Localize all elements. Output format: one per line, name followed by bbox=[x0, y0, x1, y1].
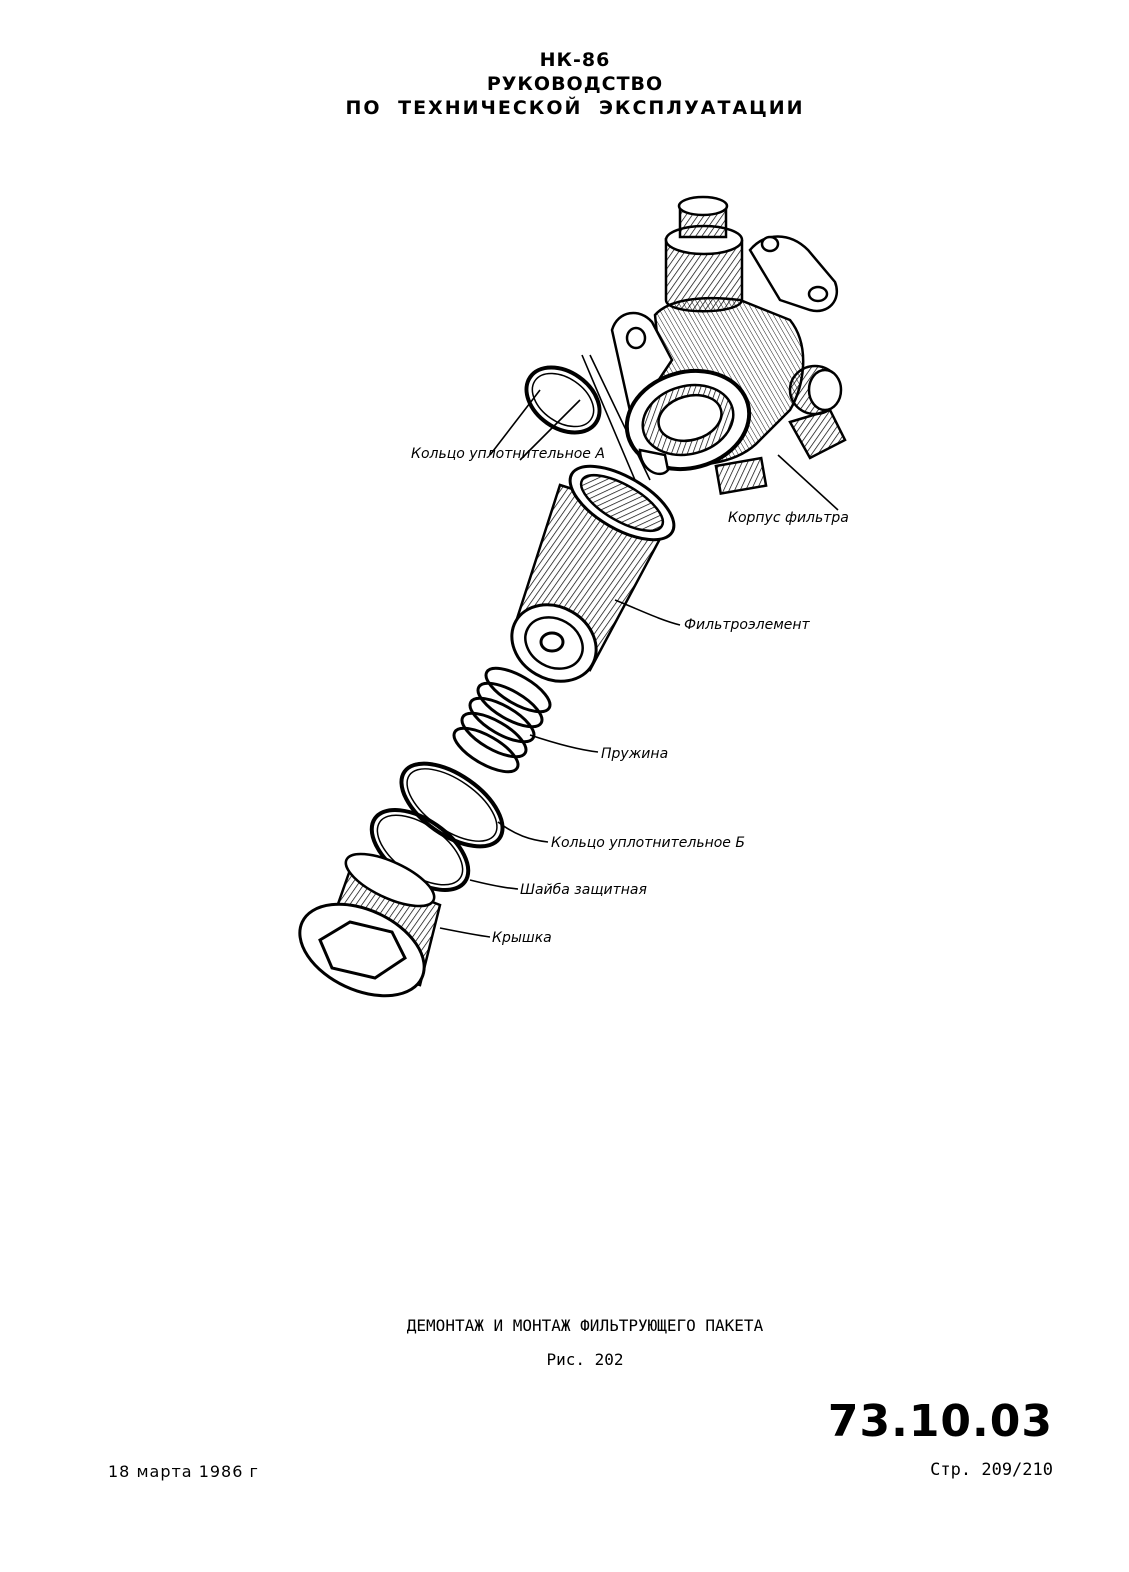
label-cover: Крышка bbox=[492, 930, 552, 946]
cover-drawing bbox=[298, 852, 442, 998]
label-filter-housing: Корпус фильтра bbox=[728, 510, 849, 526]
label-sealing-ring-a: Кольцо уплотнительное А bbox=[411, 446, 605, 462]
page-number: Стр. 209/210 bbox=[930, 1460, 1053, 1480]
figure-caption-title: ДЕМОНТАЖ И МОНТАЖ ФИЛЬТРУЮЩЕГО ПАКЕТА bbox=[406, 1316, 764, 1335]
label-spring: Пружина bbox=[601, 746, 669, 762]
issue-date: 18 марта 1986 г bbox=[108, 1462, 259, 1481]
manual-title-line1: РУКОВОДСТВО bbox=[486, 73, 664, 95]
leader-lines bbox=[439, 354, 839, 938]
document-number: 73.10.03 bbox=[827, 1396, 1053, 1447]
label-sealing-ring-b: Кольцо уплотнительное Б bbox=[551, 835, 745, 851]
label-filter-element: Фильтроэлемент bbox=[684, 617, 810, 633]
aircraft-model: НК-86 bbox=[539, 49, 611, 71]
sealing-ring-a-drawing bbox=[524, 365, 602, 435]
filter-element-drawing bbox=[510, 464, 676, 683]
manual-title-line2: ПО ТЕХНИЧЕСКОЙ ЭКСПЛУАТАЦИИ bbox=[345, 97, 805, 119]
filter-housing-drawing bbox=[610, 195, 847, 496]
page-header: НК-86 РУКОВОДСТВО ПО ТЕХНИЧЕСКОЙ ЭКСПЛУА… bbox=[0, 48, 1129, 120]
spring-drawing bbox=[452, 666, 552, 774]
figure-number: Рис. 202 bbox=[546, 1350, 624, 1369]
label-protective-washer: Шайба защитная bbox=[520, 882, 647, 898]
